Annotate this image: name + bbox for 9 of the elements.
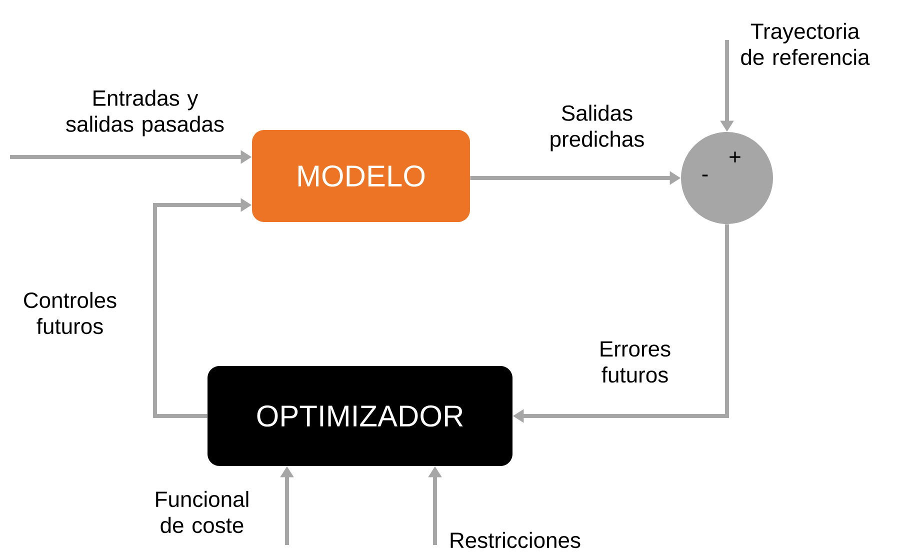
optimizer-box: OPTIMIZADOR [208, 366, 512, 466]
model-box: MODELO [252, 130, 470, 222]
edge-label: Entradas y salidas pasadas [66, 90, 224, 136]
edge-label: Controles futuros [24, 292, 116, 334]
edge-label: Restricciones [450, 532, 580, 548]
edge-label: Errores futuros [600, 341, 670, 383]
edge-label: Funcional de coste [156, 490, 248, 534]
edge-label: Trayectoria de referencia [741, 22, 870, 66]
edge-label: Salidas predichas [550, 104, 644, 152]
